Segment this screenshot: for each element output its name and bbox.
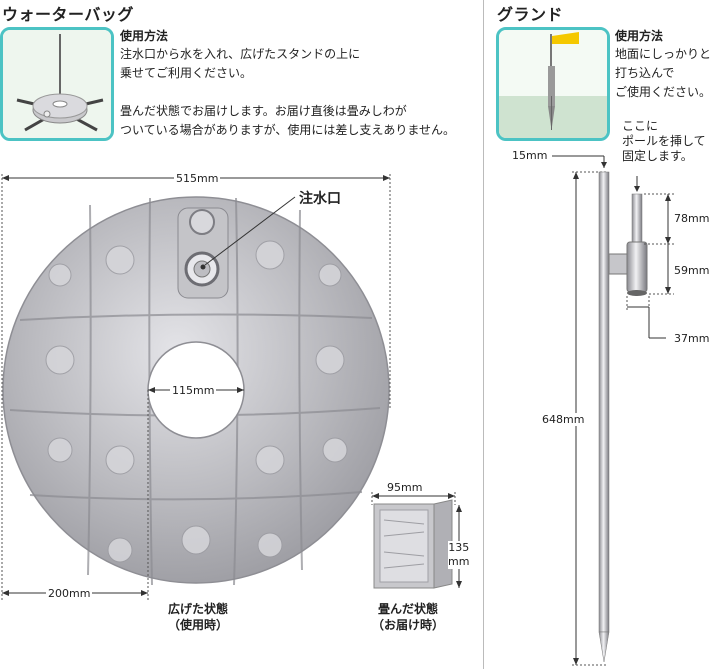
stake-length-label: 648mm xyxy=(540,413,587,426)
ground-stake-diagram xyxy=(552,155,674,666)
ground-usage-illustration xyxy=(496,27,610,141)
water-inlet-label: 注水口 xyxy=(299,191,341,207)
ground-usage-text: 地面にしっかりと 打ち込んで ご使用ください。 xyxy=(615,47,712,99)
water-bag-usage-heading: 使用方法 xyxy=(120,29,169,43)
ground-usage-heading: 使用方法 xyxy=(615,29,664,43)
folded-height-label: 135 mm xyxy=(448,541,470,569)
top-width-label: 15mm xyxy=(510,149,550,162)
water-bag-usage-illustration xyxy=(0,27,114,141)
section-divider xyxy=(483,0,484,669)
water-bag-usage-text: 注水口から水を入れ、広げたスタンドの上に 乗せてご利用ください。 xyxy=(120,47,361,80)
water-bag-title: ウォーターバッグ xyxy=(2,5,134,24)
socket-length-label: 78mm xyxy=(672,212,712,225)
open-state-caption: 広げた状態 （使用時） xyxy=(167,602,228,632)
hole-diameter-label: 115mm xyxy=(170,384,217,397)
insert-pole-note: ここに ポールを挿して 固定します。 xyxy=(622,119,706,163)
socket-diameter-label: 37mm xyxy=(672,332,712,345)
radius-label: 200mm xyxy=(46,587,93,600)
water-bag-width-label: 515mm xyxy=(174,172,221,185)
water-bag-delivery-note: 畳んだ状態でお届けします。お届け直後は畳みしわが ついている場合がありますが、使… xyxy=(120,104,456,137)
folded-width-label: 95mm xyxy=(385,481,425,494)
ground-title: グランド xyxy=(497,5,564,24)
collar-length-label: 59mm xyxy=(672,264,712,277)
folded-state-caption: 畳んだ状態 （お届け時） xyxy=(371,602,444,632)
